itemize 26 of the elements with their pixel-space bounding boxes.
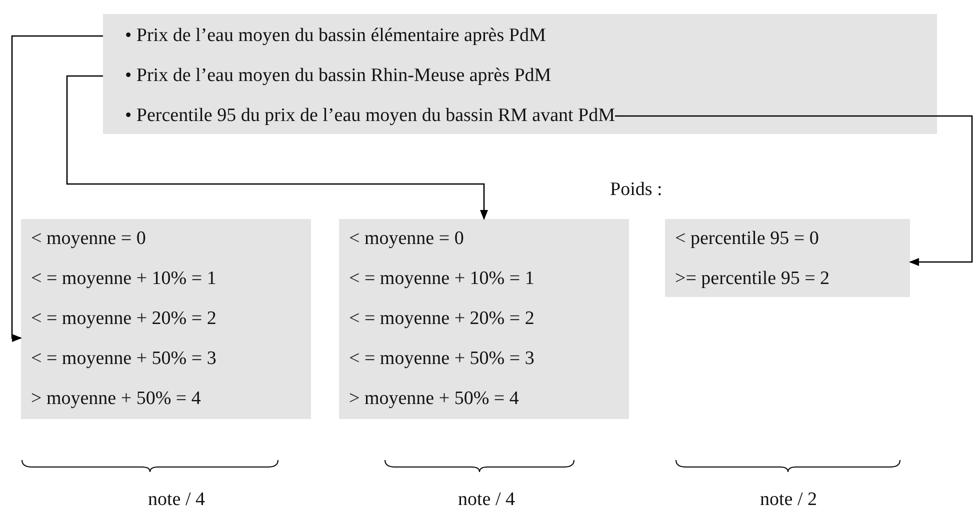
condition-text: < = moyenne + 50% = 3 xyxy=(31,347,216,371)
condition-text: >= percentile 95 = 2 xyxy=(675,267,830,291)
criteria-box xyxy=(339,219,629,419)
arrow xyxy=(66,75,488,220)
score-label: note / 4 xyxy=(458,488,515,511)
score-label: note / 4 xyxy=(148,488,205,511)
condition-text: < = moyenne + 20% = 2 xyxy=(31,307,216,331)
bullet-item: • Prix de l’eau moyen du bassin Rhin-Meuse après PdM xyxy=(103,64,552,88)
heading-label: Poids : xyxy=(610,178,662,202)
condition-text: < = moyenne + 10% = 1 xyxy=(349,267,534,291)
arrow xyxy=(11,35,103,342)
condition-text: < = moyenne + 10% = 1 xyxy=(31,267,216,291)
bullet-item: • Percentile 95 du prix de l’eau moyen du bassin RM avant PdM xyxy=(103,104,616,128)
arrow xyxy=(615,115,973,266)
condition-text: < percentile 95 = 0 xyxy=(675,227,819,251)
condition-text: > moyenne + 50% = 4 xyxy=(349,387,519,411)
score-label: note / 2 xyxy=(760,488,817,511)
condition-text: > moyenne + 50% = 4 xyxy=(31,387,201,411)
criteria-box xyxy=(665,219,910,297)
bullet-item: • Prix de l’eau moyen du bassin élémentaire après PdM xyxy=(103,24,546,48)
condition-text: < moyenne = 0 xyxy=(349,227,464,251)
condition-text: < = moyenne + 50% = 3 xyxy=(349,347,534,371)
condition-text: < moyenne = 0 xyxy=(31,227,146,251)
criteria-box xyxy=(21,219,311,419)
text-panel xyxy=(103,14,937,134)
condition-text: < = moyenne + 20% = 2 xyxy=(349,307,534,331)
